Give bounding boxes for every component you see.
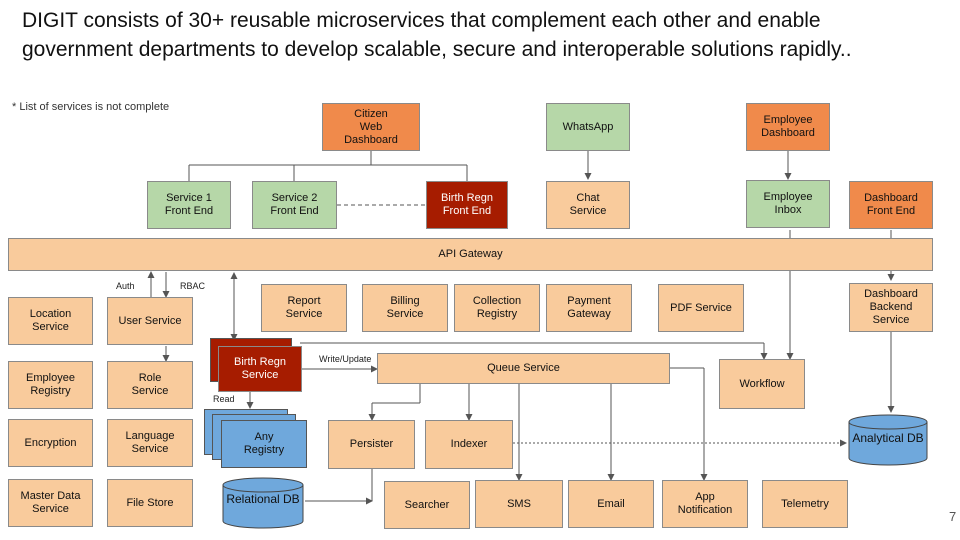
- app-notification: App Notification: [662, 480, 748, 528]
- chat-service: Chat Service: [546, 181, 630, 229]
- write-update-label: Write/Update: [319, 354, 372, 364]
- analytical-db-cylinder: [848, 414, 928, 466]
- dashboard-frontend: Dashboard Front End: [849, 181, 933, 229]
- pdf-service: PDF Service: [658, 284, 744, 332]
- birth-regn-frontend: Birth Regn Front End: [426, 181, 508, 229]
- relational-db-cylinder: [222, 477, 304, 529]
- page-number: 7: [949, 509, 957, 524]
- employee-registry: Employee Registry: [8, 361, 93, 409]
- queue-service: Queue Service: [377, 353, 670, 384]
- language-service: Language Service: [107, 419, 193, 467]
- analytical-db: Analytical DB: [848, 414, 928, 466]
- incomplete-list-note: * List of services is not complete: [12, 101, 170, 113]
- dashboard-backend-service: Dashboard Backend Service: [849, 283, 933, 332]
- auth-label: Auth: [116, 281, 135, 291]
- any-registry: Any Registry: [221, 420, 307, 468]
- location-service: Location Service: [8, 297, 93, 345]
- user-service: User Service: [107, 297, 193, 345]
- payment-gateway: Payment Gateway: [546, 284, 632, 332]
- analytical-db-label: Analytical DB: [852, 431, 924, 445]
- whatsapp: WhatsApp: [546, 103, 630, 151]
- collection-registry: Collection Registry: [454, 284, 540, 332]
- read-label: Read: [213, 394, 235, 404]
- role-service: Role Service: [107, 361, 193, 409]
- file-store: File Store: [107, 479, 193, 527]
- relational-db-label: Relational DB: [226, 492, 300, 506]
- service2-frontend: Service 2 Front End: [252, 181, 337, 229]
- billing-service: Billing Service: [362, 284, 448, 332]
- persister: Persister: [328, 420, 415, 469]
- email: Email: [568, 480, 654, 528]
- searcher: Searcher: [384, 481, 470, 529]
- employee-dashboard: Employee Dashboard: [746, 103, 830, 151]
- telemetry: Telemetry: [762, 480, 848, 528]
- rbac-label: RBAC: [180, 281, 206, 291]
- indexer: Indexer: [425, 420, 513, 469]
- report-service: Report Service: [261, 284, 347, 332]
- employee-inbox: Employee Inbox: [746, 180, 830, 228]
- master-data-service: Master Data Service: [8, 479, 93, 527]
- encryption: Encryption: [8, 419, 93, 467]
- sms: SMS: [475, 480, 563, 528]
- citizen-web-dashboard: Citizen Web Dashboard: [322, 103, 420, 151]
- birth-regn-service: Birth Regn Service: [218, 346, 302, 392]
- workflow: Workflow: [719, 359, 805, 409]
- slide-title: DIGIT consists of 30+ reusable microserv…: [22, 9, 852, 61]
- api-gateway: API Gateway: [8, 238, 933, 271]
- service1-frontend: Service 1 Front End: [147, 181, 231, 229]
- relational-db: Relational DB: [222, 477, 304, 529]
